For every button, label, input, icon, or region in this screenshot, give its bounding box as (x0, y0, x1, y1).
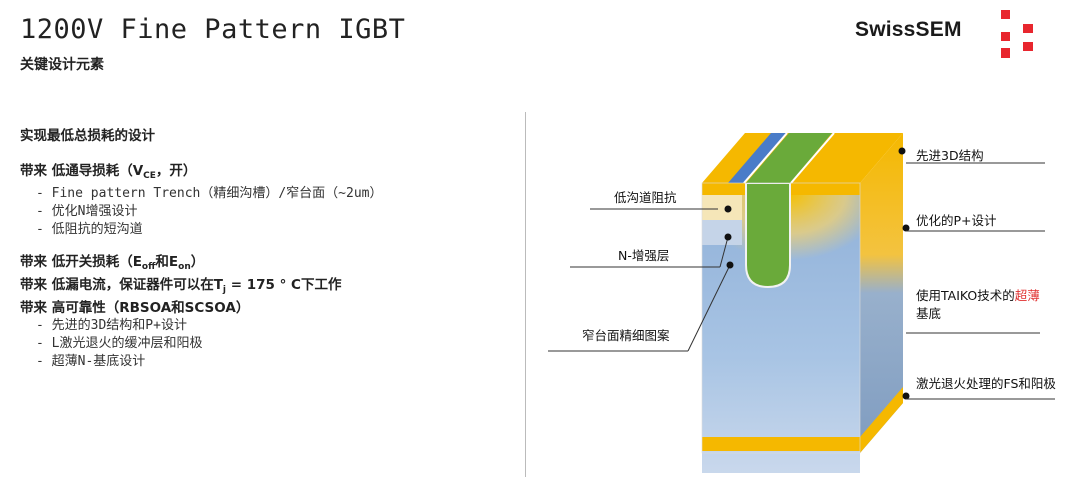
benefit-low-leakage: 带来 低漏电流，保证器件可以在Tj = 175 ° C下工作 (20, 277, 342, 295)
label-optimized-p-plus: 优化的P+设计 (916, 213, 997, 228)
list-item: - Fine pattern Trench（精细沟槽）/窄台面（~2um） (36, 186, 383, 201)
list-item: - 超薄N-基底设计 (36, 354, 146, 369)
list-item: - 低阻抗的短沟道 (36, 222, 143, 237)
logo-text: SwissSEM (855, 18, 962, 41)
design-elements-text: 实现最低总损耗的设计 带来 低通导损耗（VCE，开） - Fine patter… (20, 124, 510, 371)
swisssem-logo: SwissSEM (855, 10, 1035, 58)
label-narrow-mesa-pattern: 窄台面精细图案 (582, 328, 670, 343)
benefit-low-conduction-loss: 带来 低通导损耗（VCE，开） (20, 163, 197, 181)
igbt-cross-section-diagram: 低沟道阻抗 N-增强层 窄台面精细图案 先进3D结构 优化的P+设计 使用TAI… (540, 115, 1080, 480)
vertical-divider (525, 112, 526, 477)
list-item: - 先进的3D结构和P+设计 (36, 318, 187, 333)
list-item: - 优化N增强设计 (36, 204, 138, 219)
section-heading: 实现最低总损耗的设计 (20, 128, 155, 144)
label-laser-annealed-fs-anode: 激光退火处理的FS和阳极 (916, 376, 1056, 391)
label-n-enhancement-layer: N-增强层 (618, 248, 670, 263)
page-subtitle: 关键设计元素 (20, 57, 104, 73)
page-title: 1200V Fine Pattern IGBT (20, 14, 406, 45)
igbt-3d-block (548, 132, 1055, 473)
list-item: - L激光退火的缓冲层和阳极 (36, 336, 203, 351)
label-low-channel-resistance: 低沟道阻抗 (614, 190, 677, 205)
benefit-low-switching-loss: 带来 低开关损耗（Eoff和Eon） (20, 254, 205, 272)
label-advanced-3d-structure: 先进3D结构 (916, 148, 984, 163)
swiss-cross-icon (1001, 10, 1033, 58)
label-taiko-thin-substrate: 使用TAIKO技术的超薄基底 (916, 288, 1040, 321)
benefit-high-reliability: 带来 高可靠性（RBSOA和SCSOA） (20, 300, 250, 316)
